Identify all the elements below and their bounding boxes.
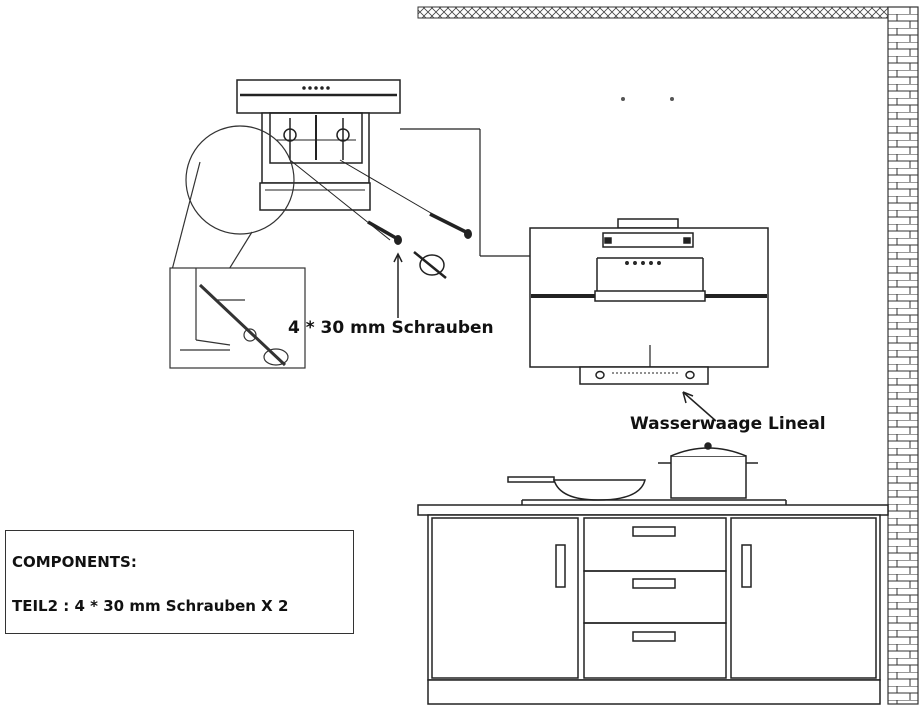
components-item: TEIL2 : 4 * 30 mm Schrauben X 2 bbox=[12, 597, 289, 615]
components-box: COMPONENTS: TEIL2 : 4 * 30 mm Schrauben … bbox=[5, 530, 354, 634]
components-title: COMPONENTS: bbox=[12, 553, 137, 571]
wall-drill-holes bbox=[621, 97, 674, 101]
level-ruler-label: Wasserwaage Lineal bbox=[630, 414, 826, 434]
zoom-magnifier bbox=[169, 125, 306, 369]
cookware bbox=[507, 442, 787, 505]
screws-label: 4 * 30 mm Schrauben bbox=[288, 318, 494, 338]
brick-wall bbox=[887, 6, 919, 705]
hood-detail-view bbox=[236, 79, 530, 257]
kitchen-cabinet bbox=[417, 504, 889, 705]
range-hood bbox=[529, 218, 769, 422]
screw-set bbox=[367, 212, 472, 318]
ceiling bbox=[417, 6, 891, 19]
